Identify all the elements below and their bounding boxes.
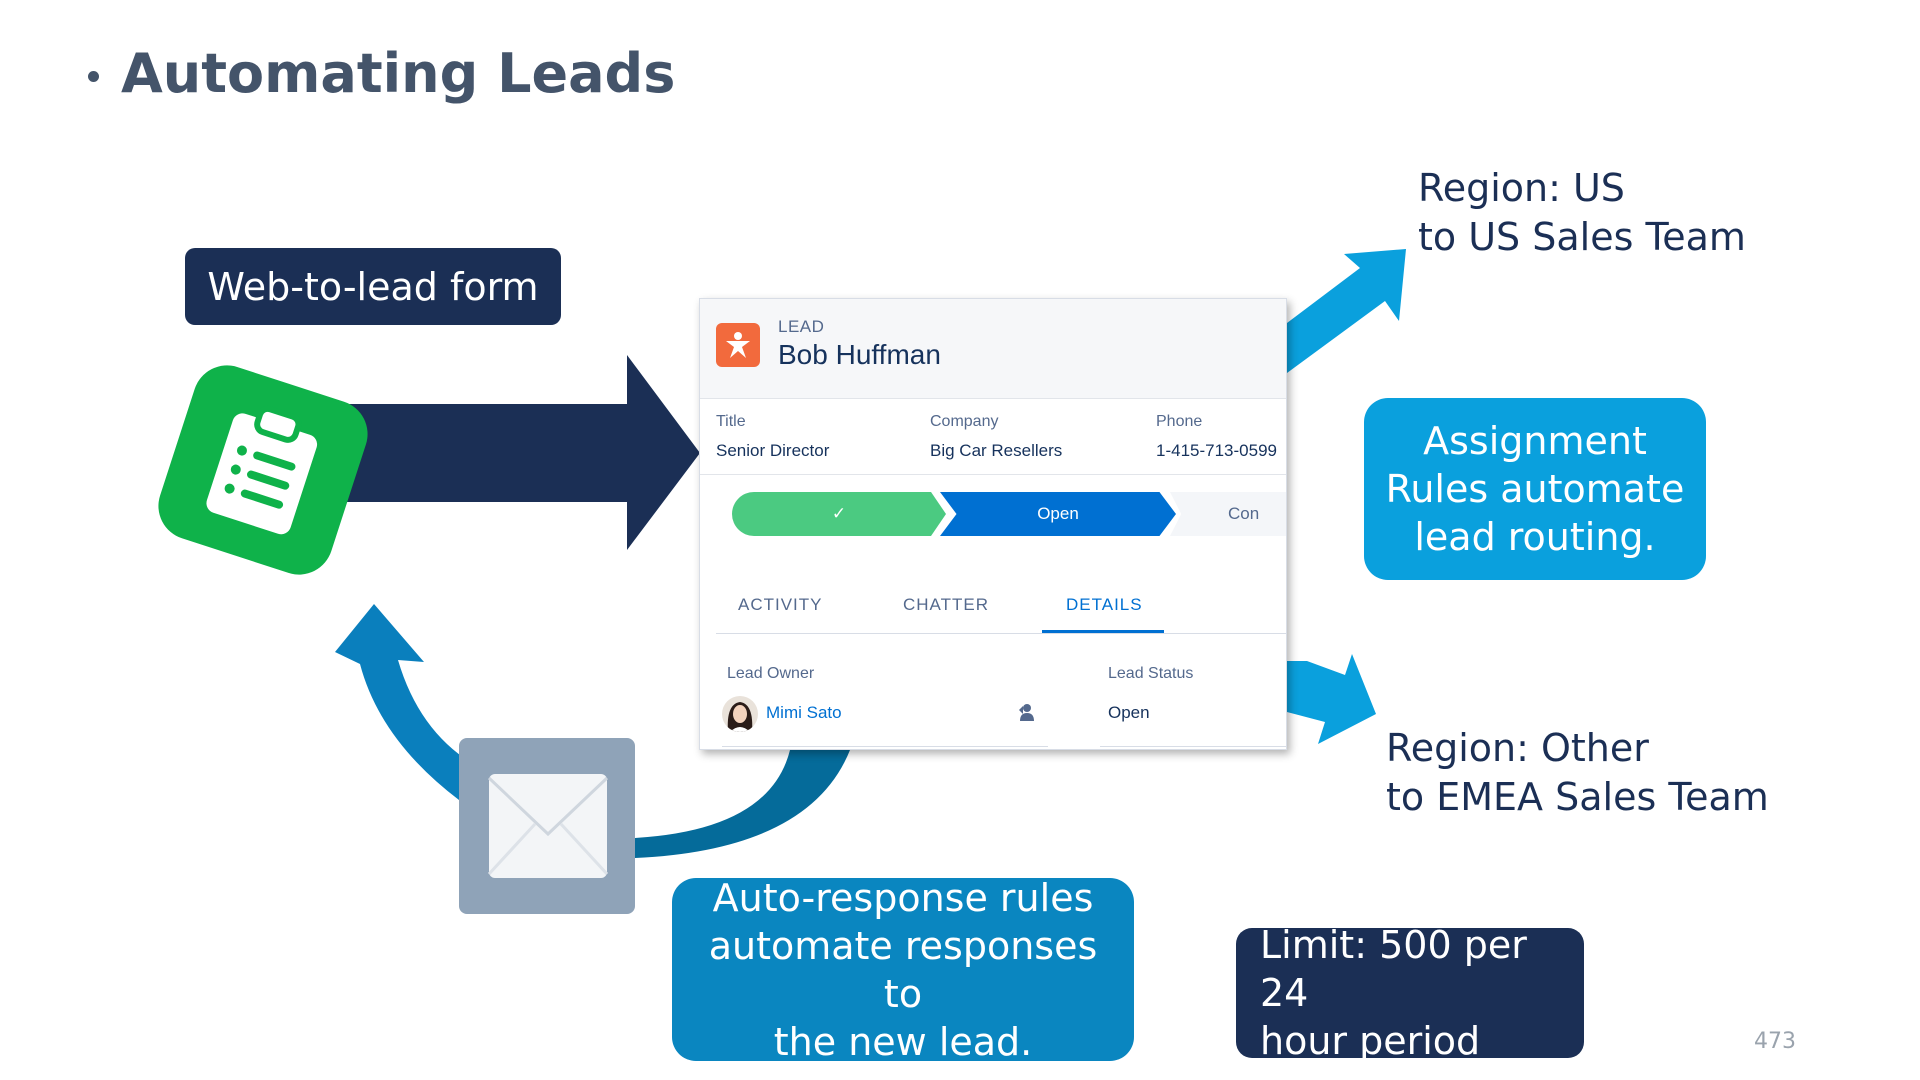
active-tab-indicator <box>1042 630 1164 633</box>
record-type: LEAD <box>778 317 825 336</box>
title-bullet <box>88 71 99 82</box>
change-owner-icon[interactable] <box>1018 702 1036 727</box>
form-to-card-arrow <box>322 355 700 550</box>
title-field-label: Title <box>716 413 746 430</box>
form-icon <box>149 356 377 584</box>
lead-icon <box>716 323 760 367</box>
lead-owner-label: Lead Owner <box>727 665 815 682</box>
page-number: 473 <box>1754 1029 1796 1054</box>
checkmark-icon: ✓ <box>831 504 847 523</box>
path-step-completed[interactable]: ✓ <box>732 492 946 536</box>
mail-icon <box>459 738 635 914</box>
tab-chatter[interactable]: CHATTER <box>903 595 990 614</box>
path-step-open[interactable]: Open <box>940 492 1176 536</box>
region-other-label: Region: Other to EMEA Sales Team <box>1386 726 1769 819</box>
assignment-rules-note: Assignment Rules automate lead routing. <box>1364 398 1706 580</box>
header-divider <box>700 474 1286 475</box>
record-name: Bob Huffman <box>778 339 941 370</box>
slide-title: Automating Leads <box>88 42 675 105</box>
lead-header: LEAD Bob Huffman <box>700 299 1286 399</box>
avatar <box>722 696 758 732</box>
company-field-label: Company <box>930 413 999 430</box>
web-to-lead-label: Web-to-lead form <box>185 248 561 325</box>
route-us-arrow <box>1287 249 1406 373</box>
lead-status-label: Lead Status <box>1108 665 1194 682</box>
card-to-mail-curve <box>635 750 850 858</box>
route-other-arrow <box>1287 654 1376 744</box>
tab-activity[interactable]: ACTIVITY <box>738 595 823 614</box>
path-step-next[interactable]: Con <box>1170 492 1286 536</box>
tabs-baseline <box>716 633 1286 634</box>
limit-note: Limit: 500 per 24 hour period <box>1236 923 1584 1063</box>
lead-owner-link[interactable]: Mimi Sato <box>766 703 842 722</box>
mail-to-form-curve <box>335 604 480 800</box>
auto-response-note: Auto-response rules automate responses t… <box>672 876 1134 1064</box>
title-text: Automating Leads <box>121 42 676 105</box>
region-us-label: Region: US to US Sales Team <box>1418 166 1746 259</box>
owner-underline <box>722 746 1048 747</box>
title-field-value: Senior Director <box>716 441 830 460</box>
phone-field-label: Phone <box>1156 413 1203 430</box>
tab-details[interactable]: DETAILS <box>1066 595 1143 614</box>
status-underline <box>1100 746 1286 747</box>
phone-field-value: 1-415-713-0599 <box>1156 441 1277 460</box>
company-field-value: Big Car Resellers <box>930 441 1063 460</box>
lead-status-value: Open <box>1108 703 1150 722</box>
lead-record-card[interactable]: LEAD Bob Huffman Title Senior Director C… <box>699 298 1287 750</box>
